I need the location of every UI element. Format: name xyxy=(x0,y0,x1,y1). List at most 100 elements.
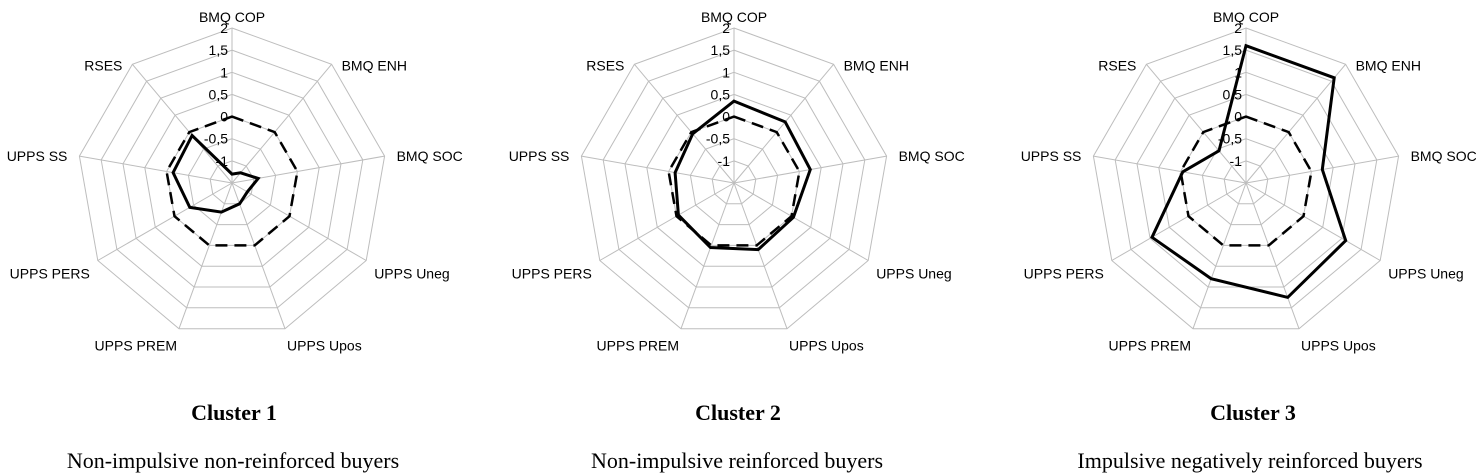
axis-label: BMQ ENH xyxy=(1356,57,1421,73)
axis-spoke xyxy=(733,182,869,261)
tick-label: 2 xyxy=(1234,20,1242,36)
axis-label: UPPS PREM xyxy=(597,338,679,354)
grid-ring xyxy=(1114,49,1378,309)
cluster-2-title: Cluster 2 xyxy=(695,400,781,425)
axis-spoke xyxy=(634,63,735,184)
cluster-3-title: Cluster 3 xyxy=(1210,400,1296,425)
axis-label: BMQ COP xyxy=(1213,9,1279,25)
tick-label: 1,5 xyxy=(1223,42,1243,58)
tick-label: 1 xyxy=(722,64,730,80)
radar-chart-1: 2 1,5 1 0,5 0 -0,5 -1 BMQ COP BMQ ENH BMQ SOC UPPS… xyxy=(7,9,463,354)
tick-label: 1 xyxy=(220,64,228,80)
axis-label: UPPS SS xyxy=(1021,148,1082,164)
grid-ring xyxy=(1158,93,1334,267)
axis-label: BMQ COP xyxy=(701,9,767,25)
axis-spoke xyxy=(1192,182,1247,329)
axis-spoke xyxy=(680,182,735,329)
grid-ring xyxy=(187,138,277,226)
grid-ring xyxy=(602,49,866,309)
axis-label: UPPS Uneg xyxy=(876,266,951,282)
tick-label: -0,5 xyxy=(706,131,730,147)
axis-label: UPPS PREM xyxy=(1109,338,1191,354)
axis-label: UPPS SS xyxy=(7,148,68,164)
series-line xyxy=(673,99,812,252)
axis-spoke xyxy=(132,63,233,184)
tick-label: -1 xyxy=(1230,153,1243,169)
axis-spoke xyxy=(178,182,233,329)
tick-label: 0,5 xyxy=(209,86,229,102)
series-line xyxy=(171,133,261,214)
axis-label: UPPS Uneg xyxy=(1388,266,1463,282)
axis-label: UPPS Upos xyxy=(789,338,864,354)
tick-label: 0 xyxy=(220,109,228,125)
axis-spoke xyxy=(97,182,233,261)
grid-ring xyxy=(144,93,320,267)
axis-spoke xyxy=(231,182,286,329)
axis-label: UPPS PERS xyxy=(512,266,592,282)
reference-line xyxy=(667,115,801,247)
grid-ring xyxy=(580,27,888,330)
axis-spoke xyxy=(231,182,367,261)
axis-label: UPPS PREM xyxy=(95,338,177,354)
tick-label: 0 xyxy=(1234,109,1242,125)
axis-label: BMQ SOC xyxy=(899,148,965,164)
axis-label: BMQ SOC xyxy=(1411,148,1476,164)
cluster-3-subtitle: Impulsive negatively reinforced buyers xyxy=(1077,448,1423,473)
axis-spoke xyxy=(733,182,788,329)
axis-spoke xyxy=(1245,63,1346,184)
axis-label: BMQ ENH xyxy=(844,57,909,73)
axis-spoke xyxy=(1111,182,1247,261)
grid-ring xyxy=(646,93,822,267)
axis-label: UPPS Uneg xyxy=(374,266,449,282)
tick-label: 2 xyxy=(220,20,228,36)
cluster-2-subtitle: Non-impulsive reinforced buyers xyxy=(590,448,884,473)
grid-ring xyxy=(122,71,342,288)
axis-label: BMQ ENH xyxy=(342,57,407,73)
axis-label: UPPS Upos xyxy=(1301,338,1376,354)
axis-spoke xyxy=(231,63,332,184)
axis-spoke xyxy=(1093,155,1247,184)
cluster-1-title: Cluster 1 xyxy=(191,400,277,425)
grid-ring xyxy=(78,27,386,330)
radar-chart-2: 2 1,5 1 0,5 0 -0,5 -1 BMQ COP BMQ ENH BMQ SOC UPPS… xyxy=(509,9,965,354)
grid-ring xyxy=(689,138,779,226)
axis-label: RSES xyxy=(1098,57,1136,73)
tick-label: 0 xyxy=(722,109,730,125)
axis-spoke xyxy=(599,182,735,261)
axis-label: BMQ COP xyxy=(199,9,265,25)
series-line xyxy=(1150,43,1348,300)
grid-ring xyxy=(1092,27,1400,330)
axis-label: RSES xyxy=(586,57,624,73)
axis-label: UPPS SS xyxy=(509,148,570,164)
cluster-1-subtitle: Non-impulsive non-reinforced buyers xyxy=(66,448,400,473)
axis-label: RSES xyxy=(84,57,122,73)
tick-label: 0,5 xyxy=(711,86,731,102)
tick-label: 1,5 xyxy=(209,42,229,58)
grid-ring xyxy=(209,160,255,205)
tick-label: -0,5 xyxy=(204,131,228,147)
grid-ring xyxy=(100,49,364,309)
reference-line xyxy=(1179,115,1313,247)
axis-spoke xyxy=(1245,182,1381,261)
grid-ring xyxy=(711,160,757,205)
grid-ring xyxy=(1223,160,1269,205)
axis-spoke xyxy=(79,155,233,184)
grid-ring xyxy=(1201,138,1291,226)
axis-spoke xyxy=(581,155,735,184)
axis-spoke xyxy=(1146,63,1247,184)
grid-ring xyxy=(624,71,844,288)
axis-spoke xyxy=(1245,182,1300,329)
axis-label: UPPS Upos xyxy=(287,338,362,354)
axis-label: UPPS PERS xyxy=(10,266,90,282)
axis-spoke xyxy=(733,63,834,184)
tick-label: -1 xyxy=(718,153,731,169)
tick-label: 1,5 xyxy=(711,42,731,58)
tick-label: -1 xyxy=(216,153,229,169)
tick-label: 2 xyxy=(722,20,730,36)
reference-line xyxy=(165,115,299,247)
axis-label: BMQ SOC xyxy=(397,148,463,164)
axis-label: UPPS PERS xyxy=(1024,266,1104,282)
